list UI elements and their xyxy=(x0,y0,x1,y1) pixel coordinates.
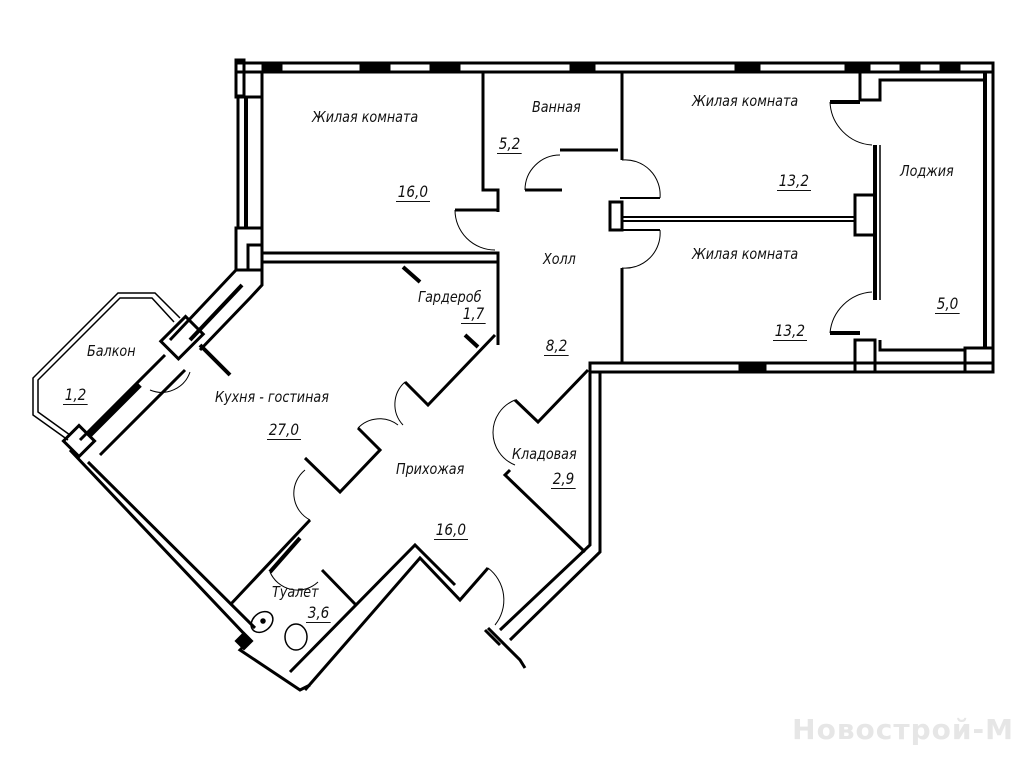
toilet-fixtures xyxy=(234,610,308,651)
exterior-wall-southeast xyxy=(483,372,602,669)
room-label: Кухня - гостиная xyxy=(215,388,329,406)
room-label: Жилая комната xyxy=(692,92,799,110)
exterior-wall-top xyxy=(234,61,995,74)
balcony-door xyxy=(149,371,191,393)
room-label: Холл xyxy=(543,250,576,268)
exterior-wall-bottom-right xyxy=(588,72,995,374)
room-label: Прихожая xyxy=(396,460,465,478)
room-area: 8,2 xyxy=(544,336,570,356)
room-area: 1,7 xyxy=(461,304,487,324)
watermark: Новострой-М xyxy=(792,713,1014,746)
bathroom-walls xyxy=(454,72,618,251)
bedroom-partition xyxy=(608,72,855,363)
room-area: 13,2 xyxy=(773,321,807,341)
interior-wall-bedroom1 xyxy=(260,251,500,345)
room-area: 16,0 xyxy=(434,520,468,540)
interior-wall-wardrobe xyxy=(228,333,497,607)
room-label: Гардероб xyxy=(418,288,482,306)
loggia-wall xyxy=(829,72,985,352)
room-area: 5,0 xyxy=(935,294,961,314)
room-area: 16,0 xyxy=(396,182,430,202)
room-area: 1,2 xyxy=(63,385,89,405)
room-label: Жилая комната xyxy=(692,245,799,263)
room-area: 5,2 xyxy=(497,134,523,154)
exterior-wall-diagonal xyxy=(78,268,264,457)
room-label: Жилая комната xyxy=(312,108,419,126)
room-label: Балкон xyxy=(87,342,136,360)
room-label: Ванная xyxy=(532,98,581,116)
room-area: 13,2 xyxy=(777,171,811,191)
exterior-wall-left xyxy=(234,58,264,272)
balcony-rail xyxy=(32,292,181,441)
room-label: Туалет xyxy=(272,583,319,601)
room-area: 27,0 xyxy=(267,420,301,440)
room-label: Кладовая xyxy=(512,445,577,463)
exterior-wall-southwest xyxy=(61,423,490,692)
interior-wall-storage xyxy=(487,368,590,626)
room-area: 2,9 xyxy=(551,469,577,489)
room-area: 3,6 xyxy=(306,603,332,623)
room-label: Лоджия xyxy=(900,162,954,180)
